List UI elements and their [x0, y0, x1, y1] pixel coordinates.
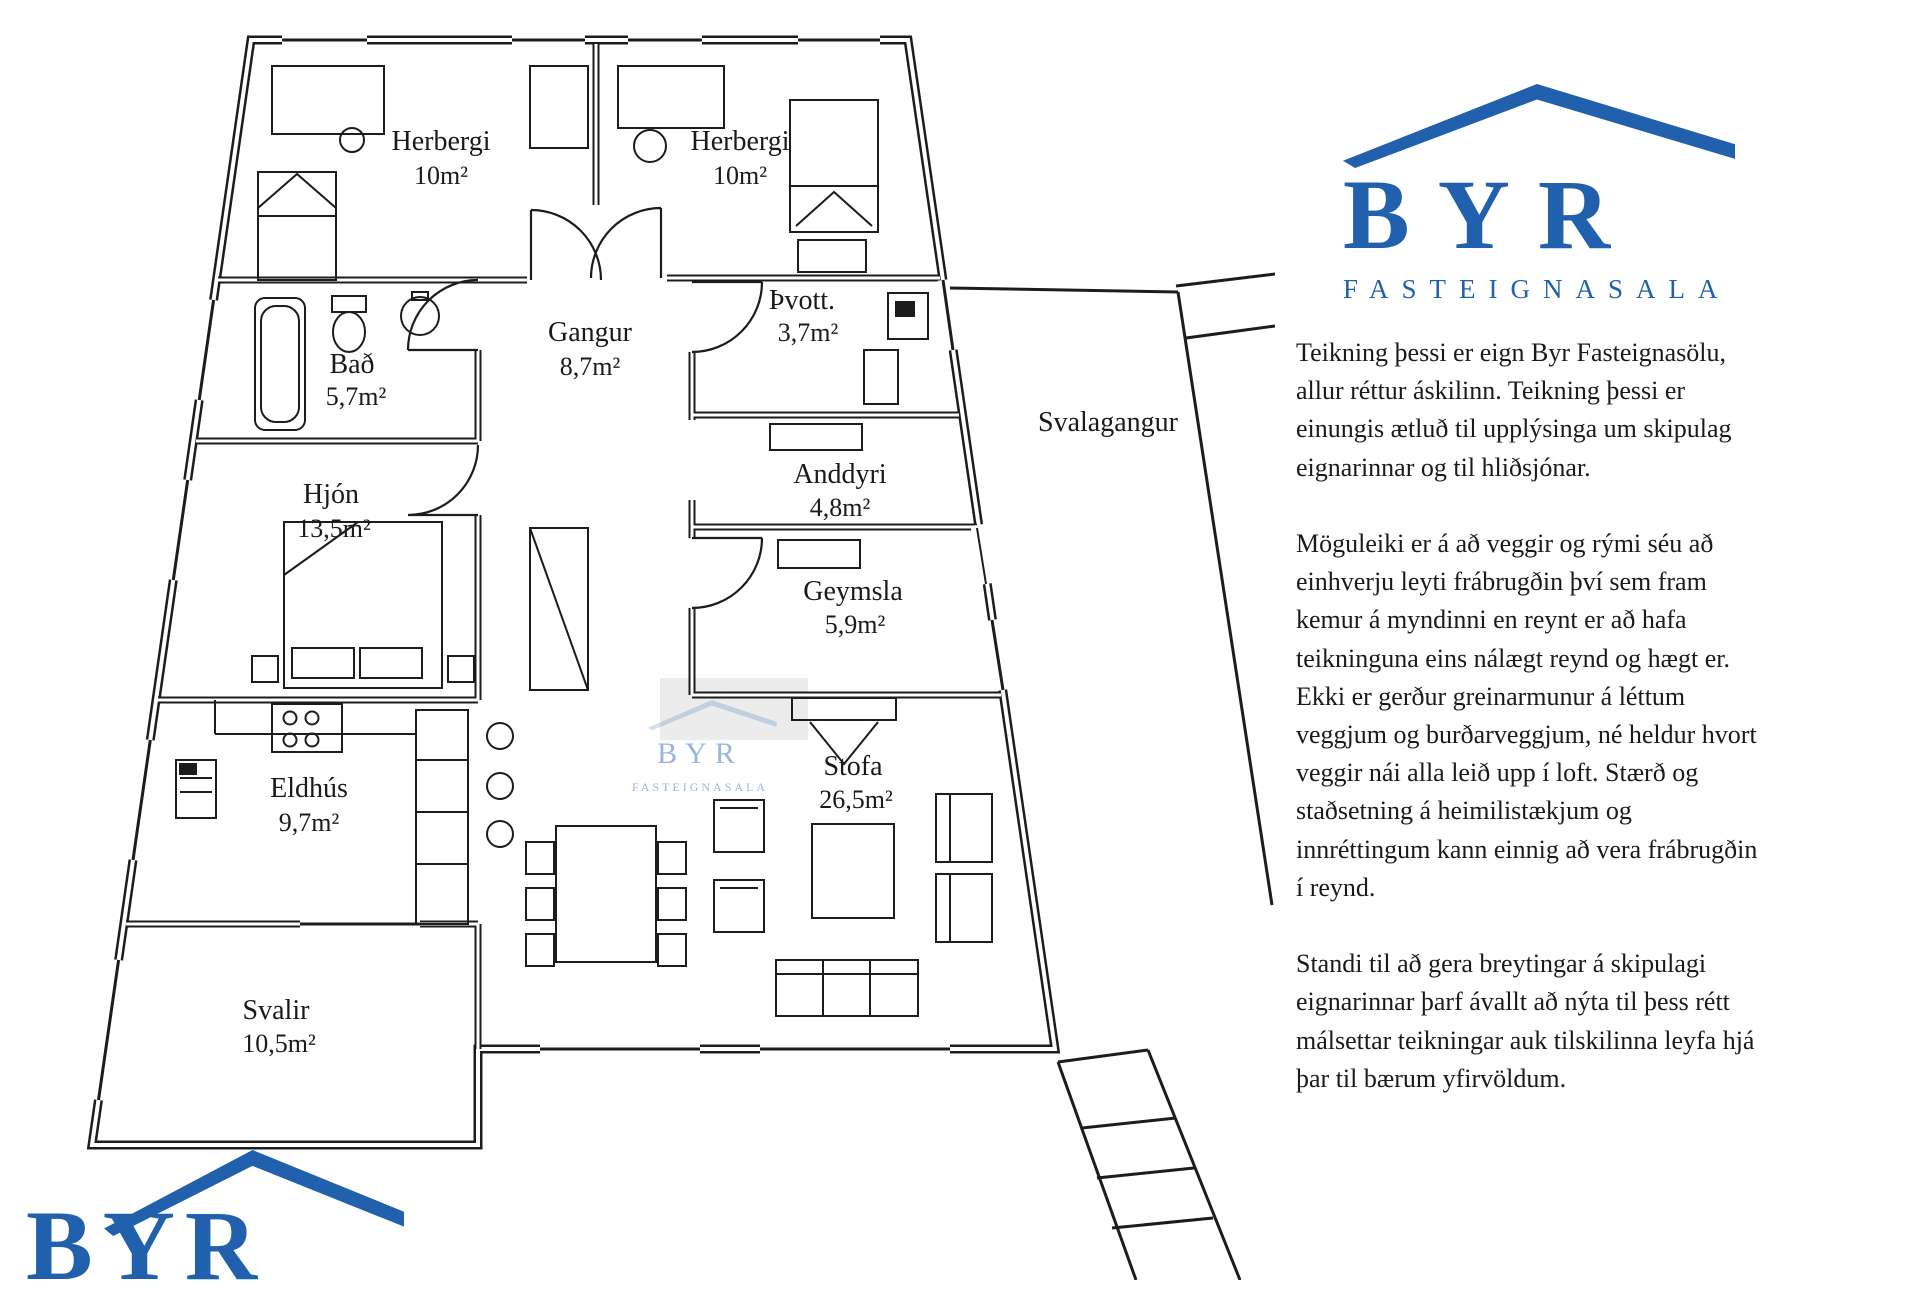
bathtub-icon	[254, 297, 306, 431]
desk-icon	[617, 65, 725, 163]
room-label-geymsla: Geymsla	[803, 576, 903, 607]
furniture	[175, 65, 993, 1017]
room-label-svalir: Svalir	[243, 995, 311, 1026]
room-area-geymsla: 5,9m²	[825, 610, 886, 639]
room-area-herbergi-1: 10m²	[414, 161, 468, 190]
sink-icon	[400, 291, 440, 336]
room-area-hjon: 13,5m²	[297, 514, 371, 543]
floor-plan: BYR FASTEIGNASALA	[86, 34, 1275, 1280]
bed-icon	[257, 171, 337, 281]
disclaimer-paragraph-2: Möguleiki er á að veggir og rými séu að …	[1296, 528, 1758, 902]
armchair-icon	[935, 793, 993, 943]
room-area-stofa: 26,5m²	[819, 785, 893, 814]
wardrobe-icon	[271, 65, 385, 153]
watermark: BYR FASTEIGNASALA	[632, 678, 808, 794]
cabinet-icon	[769, 423, 863, 451]
outer-walls	[86, 35, 1061, 1150]
room-label-hjon: Hjón	[303, 479, 359, 510]
disclaimer-paragraph-3: Standi til að gera breytingar á skipulag…	[1296, 949, 1755, 1093]
stove-icon	[271, 703, 343, 753]
brand-subtitle: FASTEIGNASALA	[1343, 274, 1731, 304]
disclaimer-text: Teikning þessi er eign Byr Fasteignasölu…	[1296, 334, 1768, 1136]
fireplace-icon	[791, 697, 897, 766]
room-label-herbergi-2: Herbergi	[691, 126, 790, 157]
room-label-herbergi-1: Herbergi	[392, 126, 491, 157]
window-marks	[93, 34, 1009, 1101]
room-area-gangur: 8,7m²	[560, 352, 621, 381]
room-label-svalagangur: Svalagangur	[1038, 407, 1179, 438]
brand-name: BYR	[1343, 159, 1639, 270]
double-bed-icon	[251, 521, 475, 689]
sofa-icon	[775, 959, 919, 1017]
toilet-icon	[331, 295, 367, 353]
byr-footer-logo: BYR	[0, 1140, 500, 1296]
closet-icon	[529, 527, 589, 691]
armchair-icon	[713, 799, 765, 933]
byr-roof-icon	[1343, 84, 1735, 168]
disclaimer-paragraph-1: Teikning þessi er eign Byr Fasteignasölu…	[1296, 338, 1732, 482]
door-arcs	[406, 206, 764, 610]
washer-icon	[863, 292, 929, 405]
room-labels: Herbergi 10m² Herbergi 10m² Þvott. 3,7m²…	[242, 126, 1178, 1058]
room-label-thvott: Þvott.	[769, 285, 835, 316]
room-area-anddyri: 4,8m²	[810, 493, 871, 522]
shelf-icon	[777, 539, 861, 569]
watermark-roof-icon	[648, 700, 777, 731]
room-area-bad: 5,7m²	[326, 382, 387, 411]
desk-icon	[529, 65, 589, 149]
room-area-svalir: 10,5m²	[242, 1029, 316, 1058]
fridge-icon	[175, 759, 217, 819]
byr-logo: BYR FASTEIGNASALA	[1343, 84, 1739, 305]
byr-roof-icon	[104, 1150, 404, 1236]
coffee-table-icon	[811, 823, 895, 919]
room-label-eldhus: Eldhús	[270, 773, 348, 804]
room-label-stofa: Stofa	[823, 751, 883, 782]
room-label-gangur: Gangur	[548, 317, 633, 348]
walkway-lines	[949, 272, 1275, 1280]
footer-brand-name: BYR	[26, 1190, 268, 1301]
room-area-herbergi-2: 10m²	[713, 161, 767, 190]
kitchen-island-icon	[415, 709, 514, 925]
watermark-brand-subtitle: FASTEIGNASALA	[632, 780, 768, 794]
room-label-bad: Bað	[329, 349, 374, 380]
bed-icon	[789, 99, 879, 273]
watermark-brand-name: BYR	[657, 737, 743, 770]
kitchen-counter-icon	[214, 700, 416, 735]
dining-table-icon	[525, 825, 687, 967]
room-area-eldhus: 9,7m²	[279, 808, 340, 837]
room-area-thvott: 3,7m²	[778, 318, 839, 347]
room-label-anddyri: Anddyri	[793, 459, 887, 490]
